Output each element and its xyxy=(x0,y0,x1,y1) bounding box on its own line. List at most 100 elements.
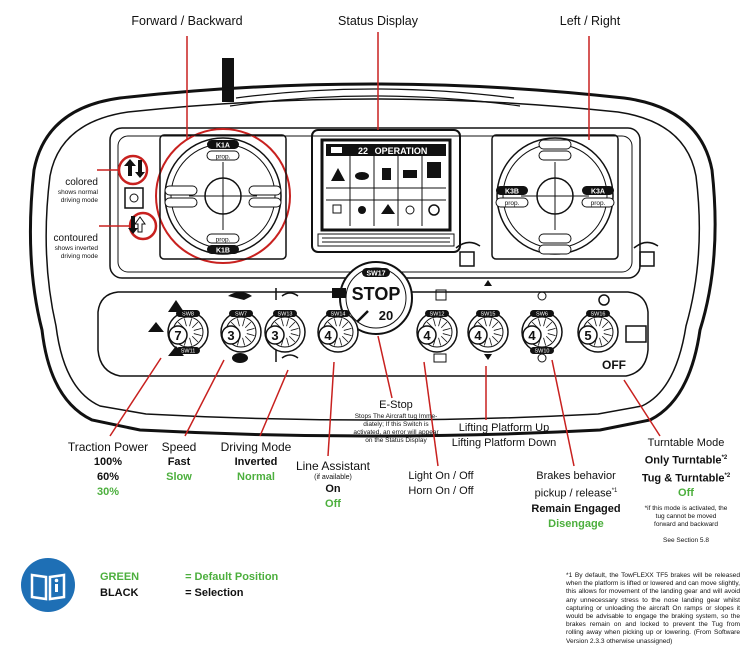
stop-num: 20 xyxy=(379,308,393,323)
speed-slow: Slow xyxy=(166,471,192,483)
turntable-see-section: See Section 5.8 xyxy=(663,537,709,545)
stop-sw: SW17 xyxy=(366,271,385,278)
label-status-display: Status Display xyxy=(338,14,418,28)
off-label: OFF xyxy=(602,358,626,372)
turntable-off: Off xyxy=(678,487,694,500)
callout-traction-power: Traction Power 100% 60% 30% xyxy=(48,440,168,500)
knob-id2-label: SW11 xyxy=(181,349,196,355)
manual-info-icon xyxy=(21,558,75,612)
knob-number: 4 xyxy=(324,328,332,343)
legend-black-val: = Selection xyxy=(185,587,244,599)
legend-black-key: BLACK xyxy=(100,587,139,599)
colored-text: colored xyxy=(65,177,98,188)
rotary-knob-sw16: SW16 5 xyxy=(577,310,619,353)
k1b-sub: prop. xyxy=(216,237,231,244)
legend-green: GREEN = Default Position xyxy=(100,571,278,583)
callout-turntable: Turntable Mode Only Turntable*2 Tug & Tu… xyxy=(634,436,738,545)
traction-30: 30% xyxy=(96,486,120,498)
stop-label: STOP xyxy=(352,284,401,304)
shows-normal-text: shows normal xyxy=(57,189,98,196)
estop-d2: diately; If this Switch is xyxy=(363,421,429,428)
knob-id2-label: SW10 xyxy=(535,349,550,355)
turntable-title: Turntable Mode xyxy=(647,437,725,449)
rotary-knob-sw14: SW14 4 xyxy=(317,310,359,353)
estop-d1: Stops The Aircraft tug Imme- xyxy=(354,413,438,420)
brakes-sup: *1 xyxy=(611,488,618,494)
callout-light-horn: Light On / Off Horn On / Off xyxy=(398,469,484,499)
label-colored: colored shows normal driving mode xyxy=(18,177,98,205)
k1b-label: K1B xyxy=(216,248,230,255)
driving-normal: Normal xyxy=(237,471,275,483)
status-display: 22 OPERATION xyxy=(311,129,461,253)
callout-line-assistant: Line Assistant (if available) On Off xyxy=(290,459,376,512)
estop-title: E-Stop xyxy=(379,399,413,411)
k3a-label: K3A xyxy=(591,189,605,196)
housing-outline xyxy=(28,82,717,438)
knob-id-label: SW16 xyxy=(591,312,606,318)
antenna xyxy=(222,58,234,102)
turntable-sup1: *2 xyxy=(721,455,728,461)
knob-id-label: SW12 xyxy=(430,312,445,318)
callout-speed: Speed Fast Slow xyxy=(152,440,206,485)
knob-number: 3 xyxy=(227,328,234,343)
knob-number: 7 xyxy=(174,328,181,343)
knob-number: 3 xyxy=(271,328,278,343)
horn-text: Horn On / Off xyxy=(408,485,474,497)
lower-panel-icons xyxy=(148,280,647,363)
label-forward-backward: Forward / Backward xyxy=(131,14,243,28)
line-off: Off xyxy=(325,498,341,510)
k3b-sub: prop. xyxy=(505,200,520,207)
knob-number: 4 xyxy=(528,328,536,343)
knob-id-label: SW8 xyxy=(182,312,194,318)
estop-d3: activated, an error will appear xyxy=(353,429,439,436)
brakes-l1: Brakes behavior xyxy=(536,470,616,482)
k1a-label: K1A xyxy=(216,143,230,150)
callout-lifting-platform: Lifting Platform Up Lifting Platform Dow… xyxy=(446,421,562,451)
speed-fast: Fast xyxy=(167,456,191,468)
line-sub: (if available) xyxy=(314,474,352,481)
legend-black: BLACK = Selection xyxy=(100,587,243,599)
brakes-l2: pickup / release xyxy=(534,487,612,500)
speed-title: Speed xyxy=(161,440,197,454)
turntable-note-2: tug cannot be moved xyxy=(655,513,717,521)
turntable-only: Only Turntable xyxy=(644,454,722,467)
knob-number: 4 xyxy=(474,328,482,343)
shows-inverted-text: shows inverted xyxy=(54,245,98,252)
left-joystick: K1A prop. prop. K1B xyxy=(155,128,291,264)
driving-title: Driving Mode xyxy=(220,440,292,454)
footnote-brakes: *1 By default, the TowFLEXX TF5 brakes w… xyxy=(566,572,740,645)
k3b-label: K3B xyxy=(505,189,519,196)
turntable-sup2: *2 xyxy=(724,472,731,479)
knob-id-label: SW6 xyxy=(536,312,548,318)
legend-green-key: GREEN xyxy=(100,571,140,583)
display-mode: OPERATION xyxy=(375,146,428,156)
knob-id-label: SW14 xyxy=(331,312,346,318)
knob-id-label: SW15 xyxy=(481,312,496,318)
turntable-note-1: *if this mode is activated, the xyxy=(644,505,728,513)
driving-mode-text-2: driving mode xyxy=(60,253,98,260)
traction-title: Traction Power xyxy=(67,440,149,454)
turntable-icons xyxy=(455,241,659,267)
k3a-sub: prop. xyxy=(591,200,606,207)
k1a-sub: prop. xyxy=(216,154,231,161)
lifting-down: Lifting Platform Down xyxy=(451,437,557,449)
estop-d4: on the Status Display xyxy=(365,437,427,444)
right-joystick: K3B prop. K3A prop. xyxy=(491,134,619,260)
knob-number: 4 xyxy=(423,328,431,343)
driving-mode-text-1: driving mode xyxy=(60,197,98,204)
callout-lines xyxy=(97,32,661,467)
turntable-tug: Tug & Turntable xyxy=(641,472,725,485)
line-on: On xyxy=(325,483,341,495)
brakes-disengage: Disengage xyxy=(548,517,604,530)
traction-60: 60% xyxy=(96,471,120,483)
callout-driving-mode: Driving Mode Inverted Normal xyxy=(214,440,298,485)
knob-number: 5 xyxy=(584,328,591,343)
label-left-right: Left / Right xyxy=(559,14,621,28)
turntable-note-3: forward and backward xyxy=(654,521,718,529)
lower-panel xyxy=(97,291,649,377)
